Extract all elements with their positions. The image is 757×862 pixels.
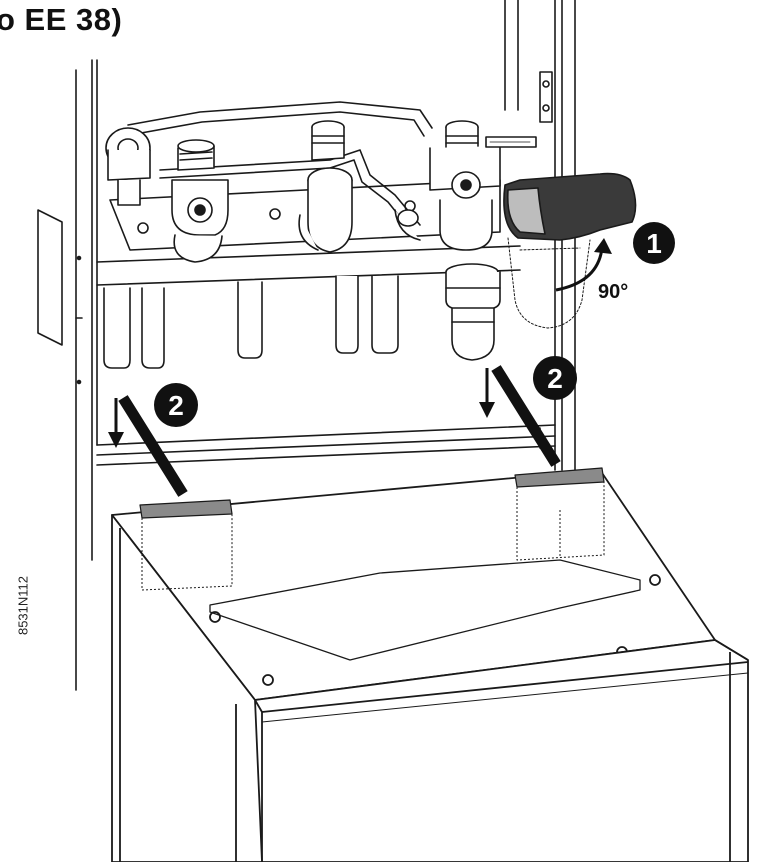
slide-arrows [108,365,561,497]
rotation-arrow [555,238,612,292]
lower-pipes [103,275,399,369]
wall-frame [37,0,576,691]
rotating-cap [503,172,637,329]
step-2-badge-right: 2 [533,356,577,400]
drain-fitting [445,263,501,361]
step-2-badge-left: 2 [154,383,198,427]
rotation-angle-label: 90° [598,281,628,303]
step-2-number-right: 2 [547,363,563,394]
page-title: o EE 38) [0,2,123,37]
step-2-number-left: 2 [168,390,184,421]
step-1-badge: 1 [633,222,675,264]
pipe-manifold [105,101,537,263]
step-1-number: 1 [646,228,662,259]
boiler-unit [111,467,749,862]
